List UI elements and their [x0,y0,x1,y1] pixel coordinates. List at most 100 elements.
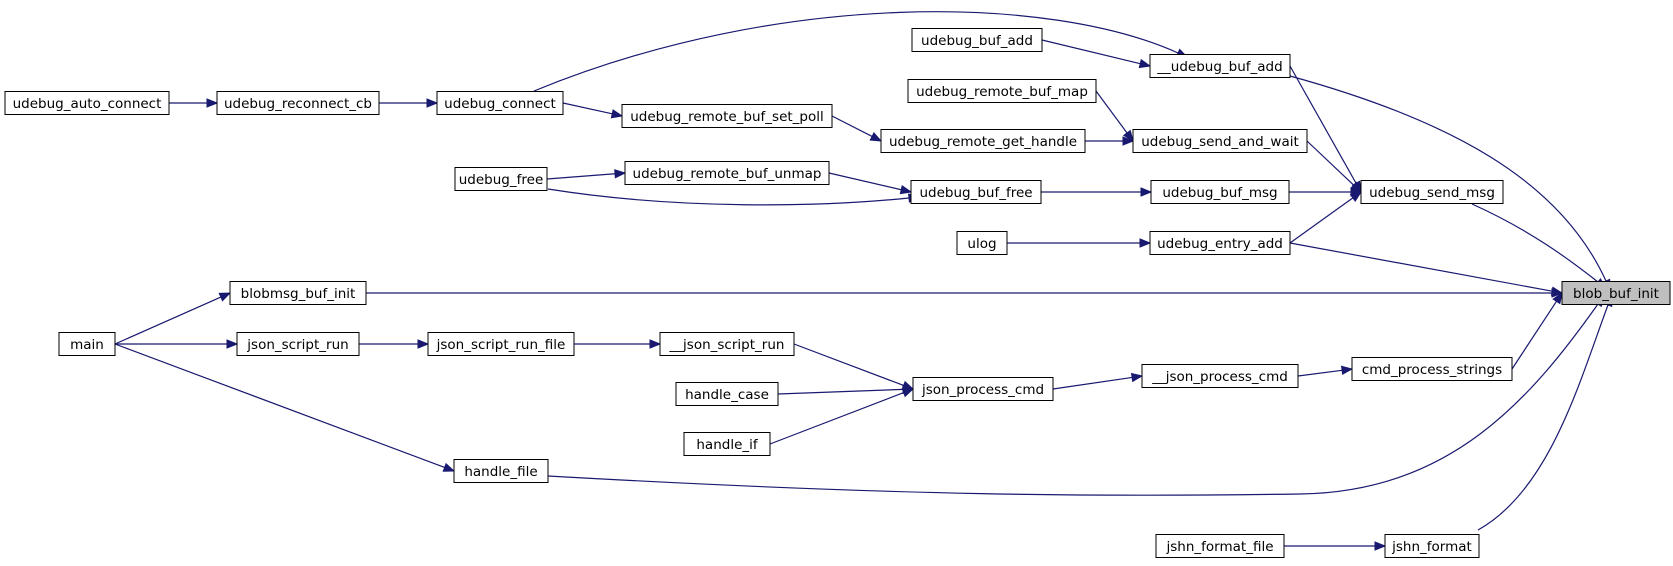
edge-arrowhead [1122,129,1134,143]
edge-arrowhead [417,339,430,349]
edge-line [1306,140,1355,186]
function-nodes: blob_buf_init __udebug_buf_add udebug_send… [4,28,1671,558]
edge-arrowhead [218,292,232,302]
node-json_process_cmd[interactable]: json_process_cmd [912,377,1054,401]
node-label: udebug_reconnect_cb [224,96,372,112]
node-box [1360,180,1504,204]
node-jshn_format[interactable]: jshn_format [1384,534,1480,558]
node-box [912,377,1054,401]
edge-arrowhead [1130,372,1144,383]
node-handle_case[interactable]: handle_case [675,382,779,406]
node-udebug_buf_free[interactable]: udebug_buf_free [910,180,1042,204]
edge-udebug_remote_buf_map-to-udebug_send_and_wait [1095,90,1134,143]
node-json_script_run[interactable]: json_script_run [236,332,360,356]
edge-json_process_cmd_int-to-cmd_process_strings [1297,365,1354,377]
edge-line [1289,75,1607,282]
node-udebug_remote_buf_set_poll[interactable]: udebug_remote_buf_set_poll [621,104,833,128]
node-box [621,104,833,128]
node-handle_if[interactable]: handle_if [683,432,771,456]
node-udebug_free[interactable]: udebug_free [454,167,548,191]
edge-udebug_remote_buf_unmap-to-udebug_buf_free [828,172,913,195]
node-json_process_cmd_int[interactable]: __json_process_cmd [1141,364,1299,388]
node-box [910,180,1042,204]
edge-arrowhead [206,98,219,108]
edge-line [769,392,904,445]
node-box [236,332,360,356]
node-label: __json_script_run [669,337,785,353]
node-box [1155,534,1285,558]
edge-handle_case-to-json_process_cmd [777,384,915,395]
node-udebug_buf_msg[interactable]: udebug_buf_msg [1150,180,1290,204]
node-udebug_reconnect_cb[interactable]: udebug_reconnect_cb [216,91,380,115]
node-udebug_remote_buf_unmap[interactable]: udebug_remote_buf_unmap [624,161,830,185]
node-main[interactable]: main [58,332,116,356]
node-box [956,231,1008,255]
node-udebug_remote_get_handle[interactable]: udebug_remote_get_handle [880,129,1086,153]
edge-line [114,296,222,345]
node-udebug_buf_add[interactable]: udebug_buf_add [911,28,1043,52]
node-label: blobmsg_buf_init [241,286,356,302]
edge-udebug_free-to-udebug_remote_buf_unmap [546,169,627,180]
node-udebug_auto_connect[interactable]: udebug_auto_connect [4,91,170,115]
edge-line [1471,203,1599,283]
node-json_script_run_file[interactable]: json_script_run_file [427,332,575,356]
node-udebug_send_msg[interactable]: udebug_send_msg [1360,180,1504,204]
node-json_script_run_int[interactable]: __json_script_run [659,332,795,356]
edge-udebug_buf_add-to-udebug_buf_add_int [1041,39,1152,69]
call-edges [114,11,1613,551]
node-udebug_entry_add[interactable]: udebug_entry_add [1149,231,1291,255]
edge-line [777,388,904,395]
node-box [436,91,564,115]
node-box [907,79,1097,103]
node-label: __udebug_buf_add [1156,59,1282,75]
edge-line [1289,65,1357,184]
edge-arrowhead [901,388,915,398]
edge-line [546,173,616,180]
node-blobmsg_buf_init[interactable]: blobmsg_buf_init [229,281,367,305]
edge-arrowhead [1349,191,1363,202]
node-box [1132,129,1308,153]
edge-udebug_remote_get_handle-to-udebug_send_and_wait [1085,136,1135,146]
edge-arrowhead [1374,541,1387,551]
node-jshn_format_file[interactable]: jshn_format_file [1155,534,1285,558]
node-box [911,28,1043,52]
edge-line [828,172,902,191]
node-box [453,459,549,483]
edge-line [547,188,910,206]
node-label: udebug_remote_buf_unmap [633,166,822,182]
node-box [4,91,170,115]
edge-line [1289,242,1553,292]
edge-udebug_reconnect_cb-to-udebug_connect [379,98,439,108]
edge-arrowhead [614,169,627,179]
edge-udebug_connect-to-udebug_remote_buf_set_poll [562,102,624,119]
edge-arrowhead [610,109,624,119]
edge-arrowhead [1551,288,1564,298]
node-label: udebug_entry_add [1157,236,1283,252]
node-label: jshn_format_file [1166,539,1274,555]
edge-json_script_run_int-to-json_process_cmd [793,343,915,390]
node-udebug_send_and_wait[interactable]: udebug_send_and_wait [1132,129,1308,153]
edge-udebug_entry_add-to-udebug_send_msg [1289,191,1363,244]
node-box [1141,364,1299,388]
node-label: udebug_send_and_wait [1141,134,1299,150]
node-udebug_connect[interactable]: udebug_connect [436,91,564,115]
edge-line [1289,197,1354,244]
node-box [1384,534,1480,558]
edge-line [562,102,613,115]
edge-json_script_run-to-json_script_run_file [359,339,430,349]
node-label: udebug_auto_connect [13,96,162,112]
edge-udebug_send_and_wait-to-udebug_send_msg [1306,140,1362,193]
node-udebug_remote_buf_map[interactable]: udebug_remote_buf_map [907,79,1097,103]
node-label: udebug_buf_msg [1162,185,1277,201]
node-blob_buf_init[interactable]: blob_buf_init [1561,281,1671,305]
edge-main-to-handle_file [114,343,456,472]
node-ulog[interactable]: ulog [956,231,1008,255]
node-handle_file[interactable]: handle_file [453,459,549,483]
node-box [427,332,575,356]
node-cmd_process_strings[interactable]: cmd_process_strings [1351,357,1513,381]
edge-json_process_cmd-to-json_process_cmd_int [1052,372,1144,390]
node-udebug_buf_add_int[interactable]: __udebug_buf_add [1149,54,1291,78]
node-label: handle_case [685,387,769,403]
edge-arrowhead [1552,291,1563,305]
